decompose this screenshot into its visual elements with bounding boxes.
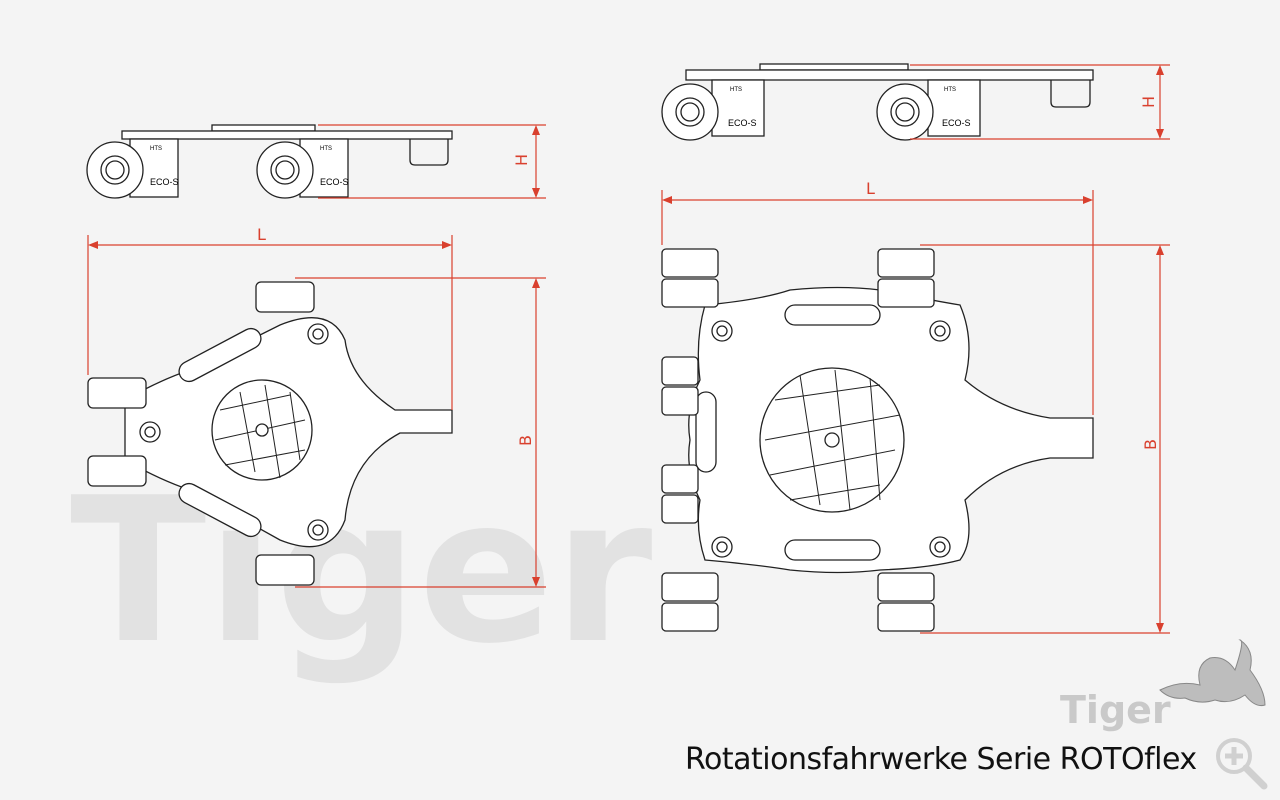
wheel-series-label: ECO-S (320, 177, 349, 187)
logo-text: Tiger (1060, 688, 1171, 732)
caption: Rotationsfahrwerke Serie ROTOflex (685, 742, 1197, 777)
height-label: H (512, 154, 531, 166)
left-length-dimension: L (87, 225, 453, 410)
wheel-model-label: HTS (150, 146, 162, 152)
wheel-series-label: ECO-S (728, 118, 757, 128)
left-height-dimension: H (318, 124, 546, 199)
right-side-view: HTS ECO-S HTS ECO-S (661, 63, 1094, 141)
zoom-in-icon (1216, 738, 1268, 790)
left-width-dimension: B (295, 277, 546, 588)
left-top-view (87, 281, 453, 586)
right-height-dimension: H (910, 64, 1170, 140)
right-top-view (661, 248, 1094, 632)
left-side-view: HTS ECO-S HTS ECO-S (86, 124, 453, 199)
width-label: B (1141, 439, 1160, 450)
wheel-model-label: HTS (320, 146, 332, 152)
wheel-series-label: ECO-S (150, 177, 179, 187)
wheel-model-label: HTS (944, 87, 956, 93)
height-label: H (1139, 96, 1158, 108)
right-width-dimension: B (920, 244, 1170, 634)
right-length-dimension: L (661, 179, 1094, 415)
wheel-model-label: HTS (730, 87, 742, 93)
width-label: B (516, 435, 535, 446)
length-label: L (866, 179, 875, 198)
tiger-logo-icon (1159, 639, 1266, 706)
zoom-in-button[interactable] (1212, 736, 1272, 796)
wheel-series-label: ECO-S (942, 118, 971, 128)
length-label: L (257, 225, 266, 244)
watermark-text: Tiger (70, 455, 653, 688)
